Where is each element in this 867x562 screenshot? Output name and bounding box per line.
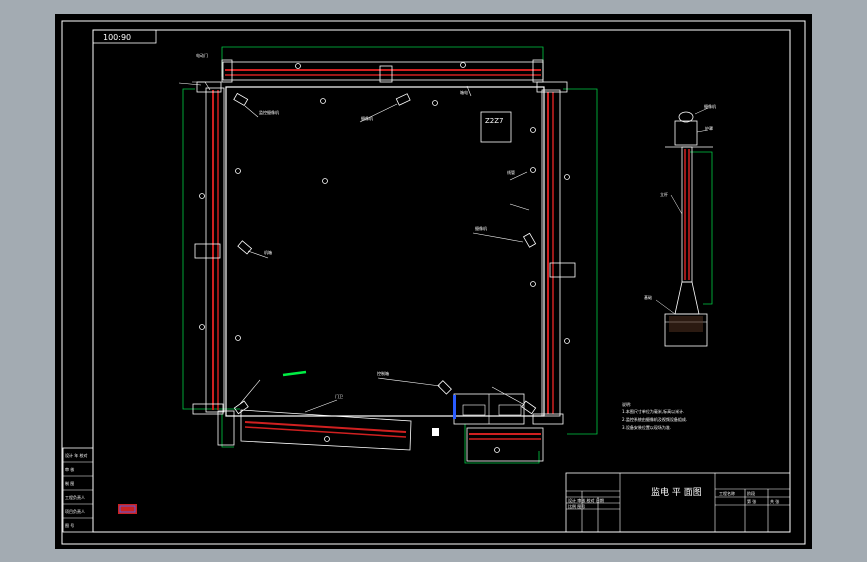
bottom-wall-left [217, 409, 412, 451]
junction-boxes [235, 98, 536, 341]
callout-9: 控制箱 [377, 370, 389, 376]
callout-8: 门卫 [335, 393, 343, 399]
svg-text:1.本图尺寸单位为毫米,标高以米计.: 1.本图尺寸单位为毫米,标高以米计. [622, 408, 684, 414]
room-label-box [480, 111, 512, 143]
notes-block: 说明: 1.本图尺寸单位为毫米,标高以米计. 2.监控系统由摄像机及视频设备组成… [622, 401, 687, 430]
right-wall [541, 89, 576, 417]
scale-label-box [92, 29, 157, 44]
side-label-2: 护罩 [705, 125, 713, 131]
callout-3: 摄像机 [361, 115, 373, 121]
svg-text:工程名称: 工程名称 [719, 490, 735, 496]
svg-text:比例 图号: 比例 图号 [568, 503, 585, 509]
svg-text:审 核: 审 核 [65, 466, 74, 472]
top-wall [222, 61, 544, 83]
room-boundary [225, 86, 545, 417]
bottom-wall-right [466, 427, 544, 462]
room-label: Z2Z7 [485, 117, 504, 125]
camera-icon [521, 400, 537, 415]
callout-6: 摄像机 [475, 225, 487, 231]
scale-label: 100:90 [103, 33, 131, 42]
title-block: 监电 平 面图 设计 审核 校对 日期 比例 图号 工程名称 阶段 第 张 共 … [565, 472, 791, 533]
cad-viewport[interactable]: 100:90 [55, 14, 812, 549]
camera-icon [237, 240, 253, 255]
left-wall [194, 87, 225, 413]
callout-leaders [178, 81, 530, 413]
camera-pole-detail [655, 107, 713, 347]
camera-icon [233, 400, 249, 415]
camera-icons [233, 92, 537, 415]
corner-posts [192, 59, 568, 425]
svg-text:阶段: 阶段 [747, 490, 755, 496]
callout-5: 线管 [507, 169, 515, 175]
camera-icon [437, 380, 452, 395]
callout-4: 箱电 [460, 89, 468, 95]
svg-text:图 号: 图 号 [65, 522, 74, 528]
callout-7: 机箱 [264, 249, 272, 255]
svg-text:共 张: 共 张 [770, 498, 779, 504]
svg-text:工程负责人: 工程负责人 [65, 494, 85, 500]
svg-text:制 图: 制 图 [65, 480, 74, 486]
svg-text:2.监控系统由摄像机及视频设备组成.: 2.监控系统由摄像机及视频设备组成. [622, 416, 687, 422]
callout-1: 电动门 [196, 52, 208, 58]
green-conduit-highlight [282, 370, 307, 377]
floor-plan-drawing: 100:90 [61, 20, 806, 545]
guard-booth [432, 393, 525, 436]
left-revision-table: 设计 年 校对 审 核 制 图 工程负责人 项目负责人 图 号 [62, 447, 137, 533]
side-label-4: 基础 [644, 294, 652, 300]
red-stamp-icon [118, 504, 137, 514]
camera-icon [395, 93, 411, 106]
svg-text:3.设备安装位置以现场为准.: 3.设备安装位置以现场为准. [622, 424, 671, 430]
outer-frame [61, 20, 806, 545]
svg-text:设计 审核 校对 日期: 设计 审核 校对 日期 [568, 497, 604, 503]
camera-icon [233, 92, 249, 107]
camera-icon [522, 232, 537, 248]
side-label-3: 立杆 [660, 191, 668, 197]
side-label-1: 摄像机 [704, 103, 716, 109]
svg-text:设计 年 校对: 设计 年 校对 [65, 452, 88, 458]
callout-2: 监控摄像机 [259, 109, 279, 115]
sheet-title: 监电 平 面图 [651, 486, 702, 498]
svg-text:第 张: 第 张 [747, 498, 756, 504]
svg-text:说明:: 说明: [622, 401, 631, 407]
inner-frame [92, 29, 791, 533]
svg-text:项目负责人: 项目负责人 [65, 508, 85, 514]
